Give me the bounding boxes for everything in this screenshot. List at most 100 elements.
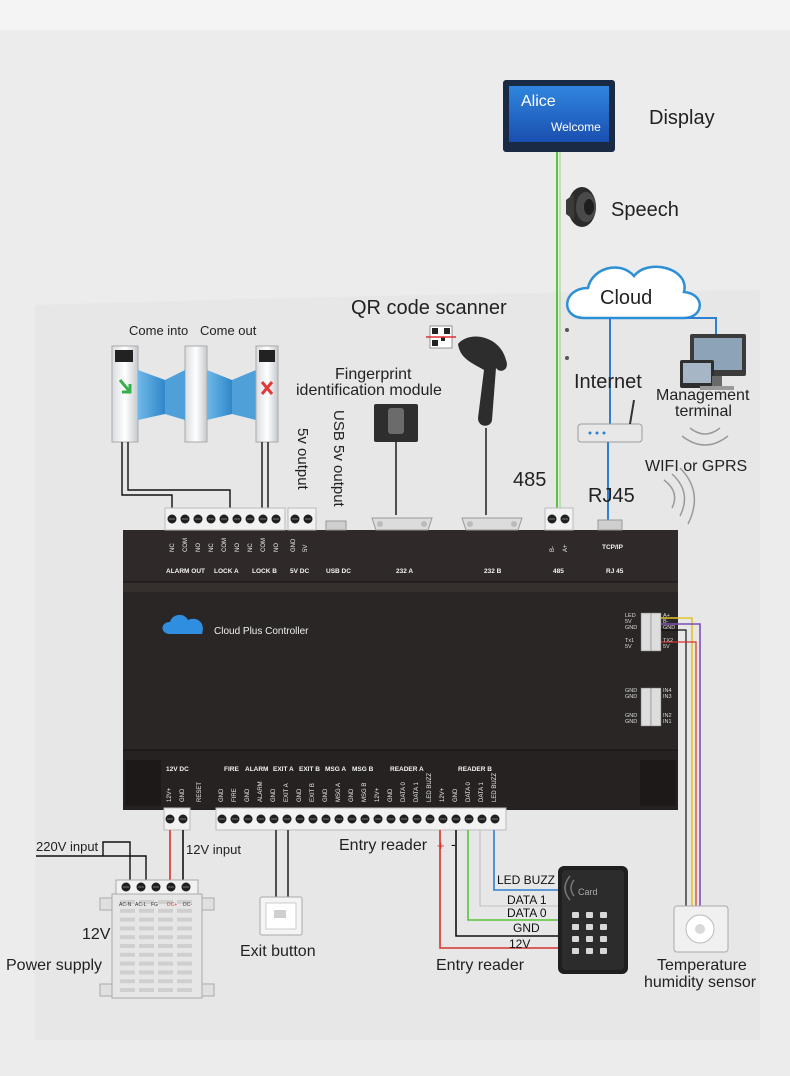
sensor-label-line1: Temperature	[657, 957, 747, 974]
bottom-terminal-label-2: RESET	[197, 781, 203, 802]
pin-a-left-4: Tx1	[625, 637, 635, 644]
qr-scanner-label: QR code scanner	[351, 297, 507, 319]
bottom-terminal-label-1: GND	[180, 788, 186, 802]
usb-five-v-output-label: USB 5v output	[330, 410, 347, 507]
management-terminal-icon	[680, 334, 746, 390]
terminal-label-b-minus: B-	[550, 546, 556, 552]
turnstile-come-into-label: Come into	[129, 323, 189, 338]
vent-slot	[177, 935, 192, 940]
right-pin-header-b	[640, 687, 662, 727]
keypad-key	[600, 936, 607, 942]
group-rj45: RJ 45	[606, 568, 624, 575]
keypad-key	[600, 924, 607, 930]
reader-wire-led-buzz: LED BUZZ	[497, 873, 556, 887]
pin-a-right-2: GND	[663, 625, 676, 632]
bottom-terminal-label-7: GND	[271, 788, 277, 802]
power-supply-vents	[120, 882, 192, 992]
sensor-label-line2: humidity sensor	[644, 974, 757, 991]
vent-slot	[177, 917, 192, 922]
vent-slot	[158, 970, 173, 975]
turnstile-come-out-label: Come out	[200, 323, 257, 338]
group-lock-b: LOCK B	[252, 568, 277, 575]
reader-wire-data0: DATA 0	[507, 906, 547, 920]
terminal-label-nc-1: NC	[170, 543, 176, 552]
bottom-terminal-label-10: EXIT B	[310, 783, 316, 802]
router-icon	[577, 399, 643, 443]
vent-slot	[158, 988, 173, 992]
reader-wire-gnd: GND	[513, 921, 540, 935]
bottom-terminal-label-23: DATA 1	[479, 782, 485, 802]
input-220v-label: 220V input	[36, 839, 99, 854]
group-alarm-out: ALARM OUT	[166, 568, 205, 575]
keypad-key	[600, 912, 607, 918]
bottom-terminal-label-12: MSG A	[336, 782, 342, 802]
terminal-label-no-1: NO	[196, 543, 202, 552]
vent-slot	[177, 908, 192, 913]
vent-slot	[120, 979, 135, 984]
wire-cloud-management	[685, 317, 717, 340]
vent-slot	[139, 935, 154, 940]
pin-b-left-5: GND	[625, 719, 638, 725]
bottom-terminal-label-18: DATA 1	[414, 782, 420, 802]
group-reader-a: READER A	[390, 766, 424, 773]
group-232-a: 232 A	[396, 568, 414, 575]
group-exit-a: EXIT A	[273, 766, 294, 773]
vent-slot	[158, 935, 173, 940]
bottom-terminal-label-21: GND	[453, 788, 459, 802]
group-reader-b: READER B	[458, 766, 492, 773]
group-5v-dc: 5V DC	[290, 568, 310, 575]
vent-slot	[158, 926, 173, 931]
keypad-key	[586, 948, 593, 954]
pin-a-right-1: B-	[663, 619, 669, 626]
vent-slot	[120, 970, 135, 975]
group-12v-dc: 12V DC	[166, 766, 189, 773]
pin-b-right-5: IN1	[663, 719, 672, 725]
tcpip-label: TCP/IP	[602, 544, 623, 551]
entry-reader-label: Entry reader	[436, 957, 525, 974]
vent-slot	[139, 988, 154, 992]
power-supply-12v-label: 12V	[82, 926, 111, 943]
group-exit-b: EXIT B	[299, 766, 320, 773]
vent-slot	[158, 979, 173, 984]
fingerprint-label-line1: Fingerprint	[335, 366, 412, 383]
vent-slot	[177, 944, 192, 948]
psu-terminal-label-3: DC+	[167, 902, 178, 908]
psu-terminal-label-0: AC-N	[119, 902, 132, 908]
wifi-label: WIFI or GPRS	[645, 458, 748, 475]
serial-port-232b	[461, 517, 523, 531]
entry-reader-top-label: Entry reader	[339, 837, 428, 854]
exit-button-label: Exit button	[240, 943, 316, 960]
management-label-line2: terminal	[675, 403, 732, 420]
bottom-terminal-label-15: 12V+	[375, 787, 381, 802]
vent-slot	[120, 961, 135, 966]
fingerprint-label-line2: identification module	[296, 382, 442, 399]
vent-slot	[120, 900, 135, 904]
vent-slot	[139, 917, 154, 922]
bottom-terminal-label-19: LED BUZZ	[427, 772, 433, 802]
bottom-terminal-label-16: GND	[388, 788, 394, 802]
controller-brand: Cloud Plus Controller	[214, 626, 309, 637]
vent-slot	[177, 961, 192, 966]
reader-wire-data1: DATA 1	[507, 893, 547, 907]
group-485: 485	[553, 568, 564, 575]
pin-b-right-4: IN2	[663, 712, 672, 719]
keypad-key	[586, 912, 593, 918]
group-usb-dc: USB DC	[326, 568, 351, 575]
bottom-terminal-label-14: MSG B	[362, 782, 368, 802]
vent-slot	[139, 944, 154, 948]
wifi-signal-icon	[663, 467, 696, 525]
right-pin-header-a	[640, 612, 662, 652]
power-supply-label: Power supply	[6, 957, 103, 974]
bottom-terminal-label-13: GND	[349, 788, 355, 802]
vent-slot	[120, 952, 135, 957]
brand-cloud-icon	[162, 614, 203, 634]
terminal-label-gnd: GND	[291, 538, 297, 552]
vent-slot	[177, 900, 192, 904]
top-terminal-screws	[167, 514, 570, 524]
terminal-label-com-1: COM	[183, 538, 189, 552]
vent-slot	[120, 988, 135, 992]
vent-slot	[177, 926, 192, 931]
pin-a-right-0: A+	[663, 613, 670, 619]
port-rj45-label: RJ45	[588, 485, 635, 507]
power-supply-device	[99, 879, 215, 999]
